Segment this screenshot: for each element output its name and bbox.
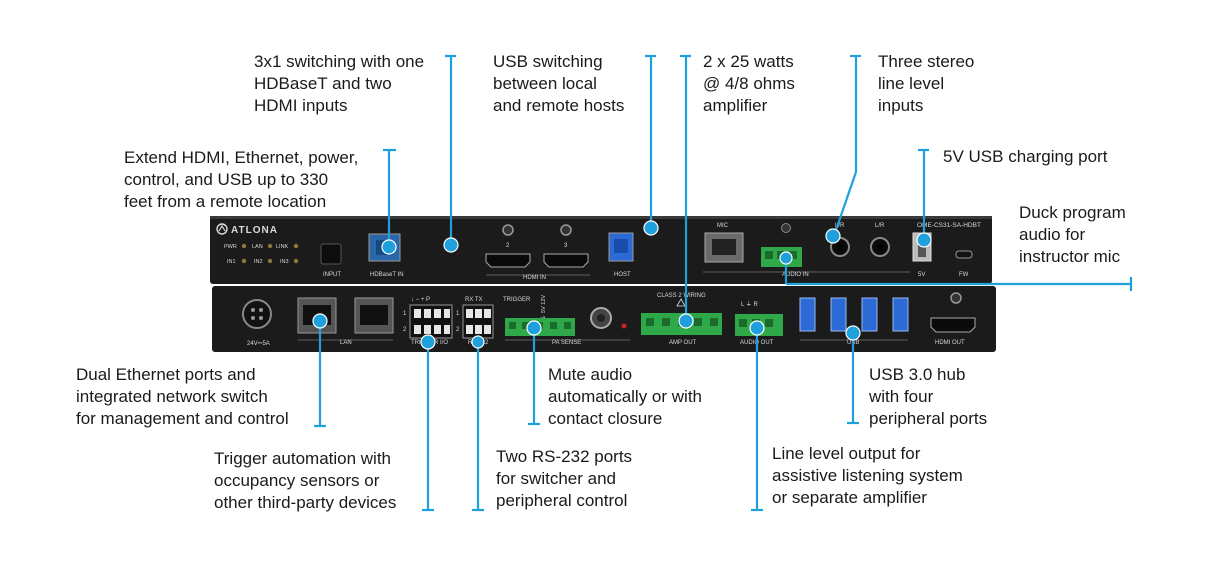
hdmi-in-ports: 2 3 HDMI IN xyxy=(485,224,590,281)
brand-logo-text: ATLONA xyxy=(231,225,278,236)
host-label: HOST xyxy=(614,272,631,278)
hdbaset-label: HDBaseT IN xyxy=(370,272,404,278)
callout-duck: Duck program audio for instructor mic xyxy=(1019,203,1126,266)
marker-line-out xyxy=(749,320,765,336)
rx-tx-label: RX TX xyxy=(465,297,483,303)
svg-text:IN3: IN3 xyxy=(280,259,289,265)
svg-text:LAN: LAN xyxy=(252,244,263,250)
front-panel: ATLONA PWR LAN LINK IN1 IN2 IN3 INPUT HD… xyxy=(210,216,992,284)
marker-line-inputs xyxy=(825,228,841,244)
hdmi-in-label: HDMI IN xyxy=(523,275,546,281)
input-button[interactable] xyxy=(320,243,342,265)
svg-text:L/R: L/R xyxy=(875,223,885,229)
mic-label: MIC xyxy=(717,223,729,229)
svg-text:3: 3 xyxy=(564,243,568,249)
callout-mute: Mute audio automatically or with contact… xyxy=(548,365,703,428)
callout-trigger: Trigger automation with occupancy sensor… xyxy=(214,449,397,512)
usb-port-4[interactable] xyxy=(892,297,909,332)
svg-text:LINK: LINK xyxy=(276,244,289,250)
rear-panel: 24V⎓5A LAN ↓ − + P 12 TRIGGER I/O RX TX … xyxy=(212,286,996,352)
svg-text:⏚ 5V 12V: ⏚ 5V 12V xyxy=(540,295,547,320)
svg-text:1: 1 xyxy=(403,311,407,317)
svg-text:2: 2 xyxy=(456,327,460,333)
callout-line-out: Line level output for assistive listenin… xyxy=(772,444,963,507)
usb-port-3[interactable] xyxy=(861,297,878,332)
marker-duck xyxy=(779,251,793,265)
marker-usb-hub xyxy=(845,325,861,341)
usb-hub-ports xyxy=(799,297,909,332)
svg-text:2: 2 xyxy=(506,243,510,249)
callout-extend: Extend HDMI, Ethernet, power, control, a… xyxy=(124,148,359,211)
trigger-label: TRIGGER xyxy=(503,297,531,303)
callout-usb-charging: 5V USB charging port xyxy=(943,147,1108,166)
svg-text:L/R: L/R xyxy=(835,223,845,229)
pa-sense-label: PA SENSE xyxy=(552,340,581,346)
hdmi-out-label: HDMI OUT xyxy=(935,340,965,346)
callout-line-inputs: Three stereo line level inputs xyxy=(878,52,975,115)
usb-port-2[interactable] xyxy=(830,297,847,332)
callout-usb-switching: USB switching between local and remote h… xyxy=(493,52,625,115)
audio-in-label: AUDIO IN xyxy=(782,272,809,278)
svg-text:IN1: IN1 xyxy=(227,259,236,265)
fw-label: FW xyxy=(959,272,969,278)
marker-usb-charging xyxy=(916,232,932,248)
callout-switching: 3x1 switching with one HDBaseT and two H… xyxy=(254,52,425,115)
marker-trigger xyxy=(420,334,436,350)
marker-usb-switching xyxy=(643,220,659,236)
callout-rs232: Two RS-232 ports for switcher and periph… xyxy=(496,447,633,510)
class2-label: CLASS 2 WIRING xyxy=(657,293,706,299)
power-label: 24V⎓5A xyxy=(247,341,270,347)
svg-text:↓ − + P: ↓ − + P xyxy=(411,297,430,303)
marker-ethernet xyxy=(312,313,328,329)
marker-mute xyxy=(526,320,542,336)
hdmi-in-3-port[interactable] xyxy=(543,253,589,268)
marker-switching xyxy=(443,237,459,253)
usb-5v-label: 5V xyxy=(918,272,925,278)
fw-port[interactable] xyxy=(955,250,973,259)
marker-extend xyxy=(381,239,397,255)
svg-text:PWR: PWR xyxy=(224,244,237,250)
svg-text:1: 1 xyxy=(456,311,460,317)
svg-text:IN2: IN2 xyxy=(254,259,263,265)
lan-label: LAN xyxy=(340,340,352,346)
svg-text:L ⏚ R: L ⏚ R xyxy=(741,301,758,308)
usb-port-1[interactable] xyxy=(799,297,816,332)
marker-rs232 xyxy=(471,335,485,349)
hdmi-in-2-port[interactable] xyxy=(485,253,531,268)
power-input[interactable] xyxy=(242,299,272,329)
hdmi-out-port[interactable] xyxy=(930,317,976,333)
model-label: OME-CS31-SA-HDBT xyxy=(917,222,981,229)
input-label: INPUT xyxy=(323,272,341,278)
amp-out-label: AMP OUT xyxy=(669,340,697,346)
status-leds: PWR LAN LINK IN1 IN2 IN3 xyxy=(224,243,299,265)
svg-text:2: 2 xyxy=(403,327,407,333)
callout-ethernet: Dual Ethernet ports and integrated netwo… xyxy=(76,365,289,428)
atlona-logo: ATLONA xyxy=(216,223,278,236)
callout-amplifier: 2 x 25 watts @ 4/8 ohms amplifier xyxy=(703,52,795,115)
callout-usb-hub: USB 3.0 hub with four peripheral ports xyxy=(869,365,988,428)
marker-amplifier xyxy=(678,313,694,329)
